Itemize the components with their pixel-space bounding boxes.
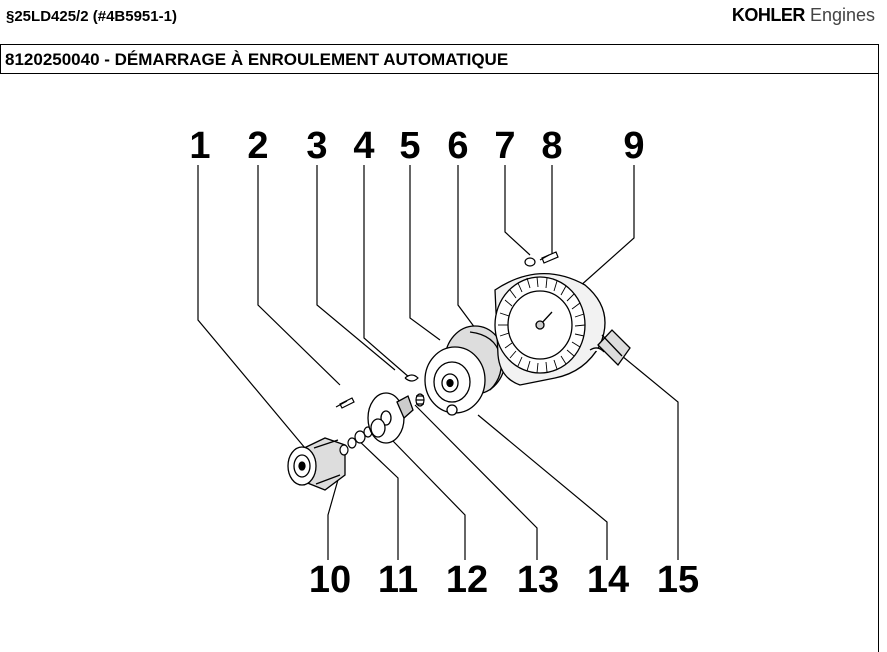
part-spring (404, 374, 425, 407)
callout-5[interactable]: 5 (399, 125, 420, 167)
brand-logo: KOHLER Engines (732, 5, 875, 26)
model-number: §25LD425/2 (#4B5951-1) (6, 8, 177, 25)
part-fasteners (335, 397, 373, 456)
callout-12[interactable]: 12 (446, 559, 488, 601)
callout-14[interactable]: 14 (587, 559, 629, 601)
header-bar: §25LD425/2 (#4B5951-1) KOHLER Engines (0, 0, 887, 38)
callout-15[interactable]: 15 (657, 559, 699, 601)
callout-11[interactable]: 11 (378, 559, 418, 601)
callout-6[interactable]: 6 (447, 125, 468, 167)
part-reel-drum (424, 325, 506, 416)
leader-lines (197, 165, 679, 560)
callout-13[interactable]: 13 (517, 559, 559, 601)
callout-1[interactable]: 1 (189, 125, 210, 167)
part-pawl-disc (367, 392, 414, 444)
callout-9[interactable]: 9 (623, 125, 644, 167)
part-handle (589, 329, 631, 367)
page-title: 8120250040 - DÉMARRAGE À ENROULEMENT AUT… (5, 50, 509, 69)
callout-2[interactable]: 2 (247, 125, 268, 167)
callout-3[interactable]: 3 (306, 125, 327, 167)
callout-10[interactable]: 10 (309, 559, 351, 601)
brand-suffix: Engines (809, 5, 875, 25)
part-screw (524, 251, 559, 267)
part-hub (287, 437, 346, 491)
brand-name: KOHLER (731, 5, 806, 25)
diagram-panel (0, 73, 879, 652)
title-bar: 8120250040 - DÉMARRAGE À ENROULEMENT AUT… (0, 44, 879, 74)
callout-8[interactable]: 8 (541, 125, 562, 167)
part-housing (494, 272, 606, 386)
callout-4[interactable]: 4 (353, 125, 374, 167)
callout-7[interactable]: 7 (494, 125, 515, 167)
housing-fins (498, 276, 586, 374)
